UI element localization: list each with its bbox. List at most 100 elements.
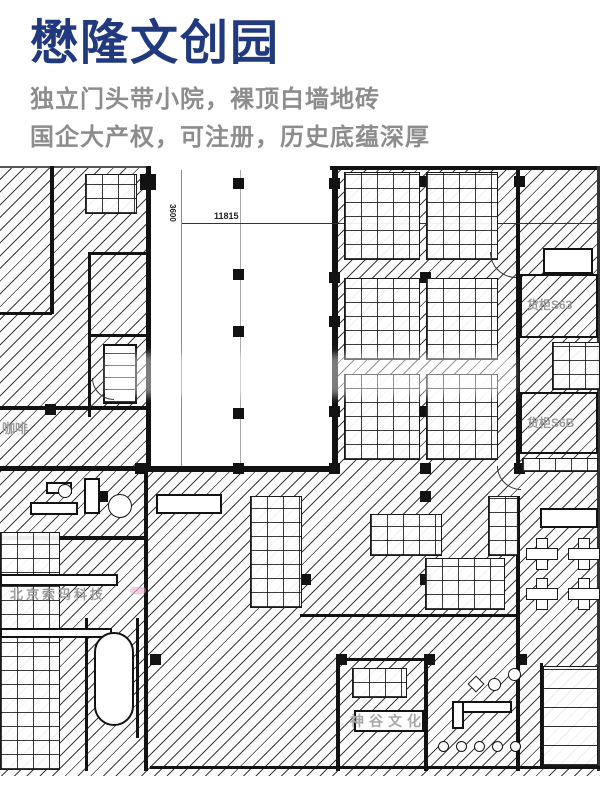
stool bbox=[456, 741, 467, 752]
long-table bbox=[0, 628, 112, 638]
column bbox=[420, 406, 431, 417]
desk-cluster bbox=[370, 514, 442, 556]
column bbox=[420, 463, 431, 474]
desk-cluster bbox=[344, 374, 420, 460]
column bbox=[233, 269, 244, 280]
radiator-row bbox=[522, 458, 598, 472]
column bbox=[329, 316, 340, 327]
room-unit-s6b bbox=[520, 392, 598, 454]
stool bbox=[510, 741, 521, 752]
desk-cluster bbox=[488, 496, 518, 556]
subtitle-line-1: 独立门头带小院，裸顶白墙地砖 bbox=[30, 86, 380, 114]
column bbox=[420, 272, 431, 283]
work-pod bbox=[568, 578, 600, 610]
conference-table bbox=[540, 508, 598, 528]
stool bbox=[508, 668, 521, 681]
dimension-width-label: 11815 bbox=[214, 211, 239, 221]
side-table bbox=[58, 484, 72, 498]
column bbox=[233, 408, 244, 419]
wall bbox=[0, 466, 150, 471]
wall bbox=[516, 166, 520, 466]
label-company-beijing: 北京索玛科技 bbox=[10, 587, 107, 602]
grid-line bbox=[240, 170, 241, 466]
wall bbox=[136, 618, 139, 738]
column bbox=[516, 654, 527, 665]
watermark bbox=[105, 354, 515, 396]
atrium-area bbox=[150, 166, 332, 468]
column bbox=[233, 463, 244, 474]
wall bbox=[0, 406, 148, 410]
column bbox=[424, 654, 435, 665]
work-pod bbox=[526, 538, 558, 570]
column bbox=[97, 491, 108, 502]
column bbox=[300, 574, 311, 585]
wall bbox=[0, 312, 52, 315]
sofa bbox=[30, 502, 78, 515]
column bbox=[420, 491, 431, 502]
label-unit-s6b: 货柜S6B bbox=[527, 416, 575, 430]
column bbox=[135, 463, 146, 474]
desk-cluster bbox=[250, 496, 302, 608]
long-table bbox=[0, 574, 118, 586]
wall bbox=[336, 658, 340, 771]
desk-cluster bbox=[425, 558, 505, 610]
wall bbox=[88, 334, 146, 337]
conference-table bbox=[156, 494, 222, 514]
column bbox=[140, 174, 156, 190]
column bbox=[514, 176, 525, 187]
stool bbox=[474, 741, 485, 752]
column bbox=[420, 176, 431, 187]
reception-counter bbox=[452, 701, 464, 729]
work-pod bbox=[568, 538, 600, 570]
desk-cluster bbox=[426, 172, 498, 260]
plant-icon bbox=[108, 494, 132, 518]
washroom-stalls bbox=[543, 666, 598, 766]
wall bbox=[0, 536, 148, 540]
column bbox=[329, 178, 340, 189]
stool bbox=[488, 678, 501, 691]
stool bbox=[438, 741, 449, 752]
column bbox=[233, 178, 244, 189]
wall bbox=[336, 658, 428, 661]
desk-cluster bbox=[352, 668, 407, 698]
highlight-mark bbox=[130, 587, 146, 594]
desk-cluster bbox=[0, 532, 60, 770]
wall bbox=[300, 614, 520, 617]
wall bbox=[516, 496, 520, 771]
column bbox=[329, 272, 340, 283]
stool bbox=[492, 741, 503, 752]
label-company-shengu: 神谷文化 bbox=[350, 713, 426, 729]
wall bbox=[85, 618, 88, 771]
column bbox=[329, 463, 340, 474]
desk-cluster bbox=[552, 342, 600, 390]
wall bbox=[88, 252, 146, 255]
sofa bbox=[84, 478, 100, 514]
column bbox=[45, 404, 56, 415]
conference-table bbox=[354, 710, 424, 732]
page-title: 懋隆文创园 bbox=[30, 17, 281, 70]
dimension-height-label: 3600 bbox=[168, 204, 177, 222]
floor-plan: 11815 3600 bbox=[0, 166, 600, 776]
label-unit-s63: 货柜S63 bbox=[527, 298, 573, 312]
wall bbox=[146, 166, 151, 471]
desk-cluster bbox=[85, 174, 137, 214]
desk-cluster bbox=[344, 172, 420, 260]
desk-cluster bbox=[344, 278, 420, 360]
listing-header: 懋隆文创园 独立门头带小院，裸顶白墙地砖 国企大产权，可注册，历史底蕴深厚 bbox=[0, 0, 600, 157]
column bbox=[336, 654, 347, 665]
subtitle-line-2: 国企大产权，可注册，历史底蕴深厚 bbox=[30, 124, 430, 152]
desk-cluster bbox=[426, 278, 498, 360]
wall bbox=[0, 166, 150, 168]
wall bbox=[424, 658, 428, 771]
work-pod bbox=[526, 578, 558, 610]
column bbox=[150, 654, 161, 665]
room-unit-s63 bbox=[520, 274, 598, 338]
column bbox=[233, 326, 244, 337]
oval-meeting-table bbox=[94, 632, 134, 726]
column bbox=[329, 406, 340, 417]
wall bbox=[540, 663, 543, 768]
grid-line bbox=[181, 170, 182, 466]
label-coffee-room: 咖啡 bbox=[2, 421, 29, 436]
conference-table bbox=[543, 248, 593, 274]
wall bbox=[50, 166, 54, 314]
